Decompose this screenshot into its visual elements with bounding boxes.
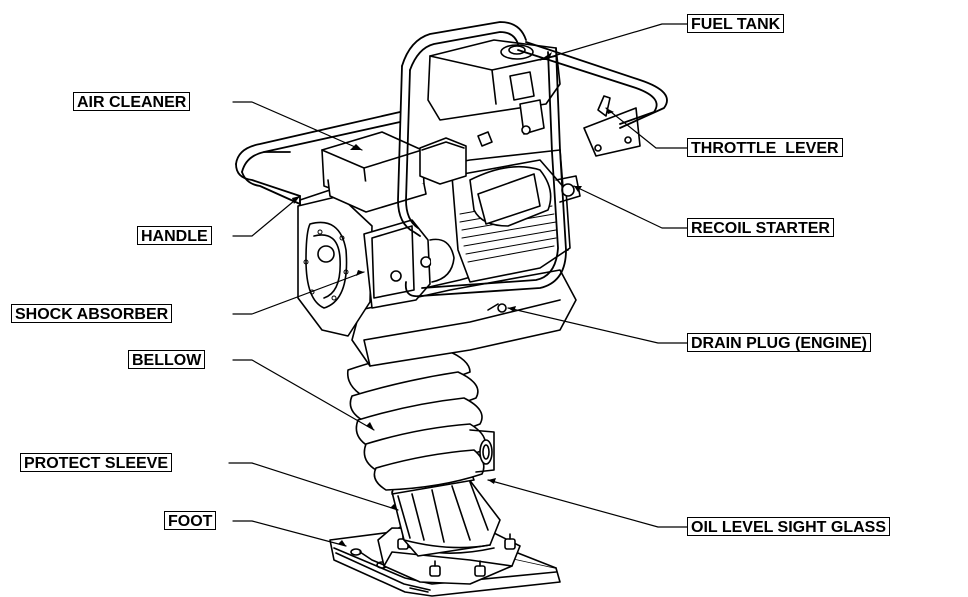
leader-drain-plug bbox=[507, 307, 688, 344]
label-handle: HANDLE bbox=[137, 226, 212, 245]
leader-recoil-starter bbox=[573, 185, 688, 229]
label-fuel-tank: FUEL TANK bbox=[687, 14, 785, 33]
label-protect-sleeve: PROTECT SLEEVE bbox=[20, 453, 173, 472]
label-oil-level-sight-glass: OIL LEVEL SIGHT GLASS bbox=[687, 517, 890, 536]
leader-handle bbox=[232, 195, 301, 237]
throttle-lever bbox=[583, 95, 641, 157]
label-bellow: BELLOW bbox=[128, 350, 206, 369]
label-recoil-starter: RECOIL STARTER bbox=[687, 218, 834, 237]
leader-lines bbox=[228, 23, 688, 547]
leader-air-cleaner bbox=[232, 101, 363, 151]
leader-oil-level-sight-glass bbox=[487, 479, 688, 528]
leader-bellow bbox=[232, 359, 375, 431]
fuel-tank bbox=[427, 39, 561, 135]
bellow bbox=[346, 349, 495, 491]
leader-throttle-lever bbox=[605, 107, 688, 149]
label-drain-plug: DRAIN PLUG (ENGINE) bbox=[687, 333, 871, 352]
label-foot: FOOT bbox=[164, 511, 217, 530]
leader-shock-absorber bbox=[232, 271, 365, 315]
handle-frame bbox=[235, 21, 668, 298]
label-air-cleaner: AIR CLEANER bbox=[73, 92, 191, 111]
label-shock-absorber: SHOCK ABSORBER bbox=[11, 304, 173, 323]
leader-foot bbox=[232, 520, 347, 547]
leader-fuel-tank bbox=[539, 23, 688, 61]
label-throttle-lever: THROTTLE LEVER bbox=[687, 138, 843, 157]
leader-arrowheads bbox=[292, 52, 614, 546]
leader-protect-sleeve bbox=[228, 462, 399, 511]
